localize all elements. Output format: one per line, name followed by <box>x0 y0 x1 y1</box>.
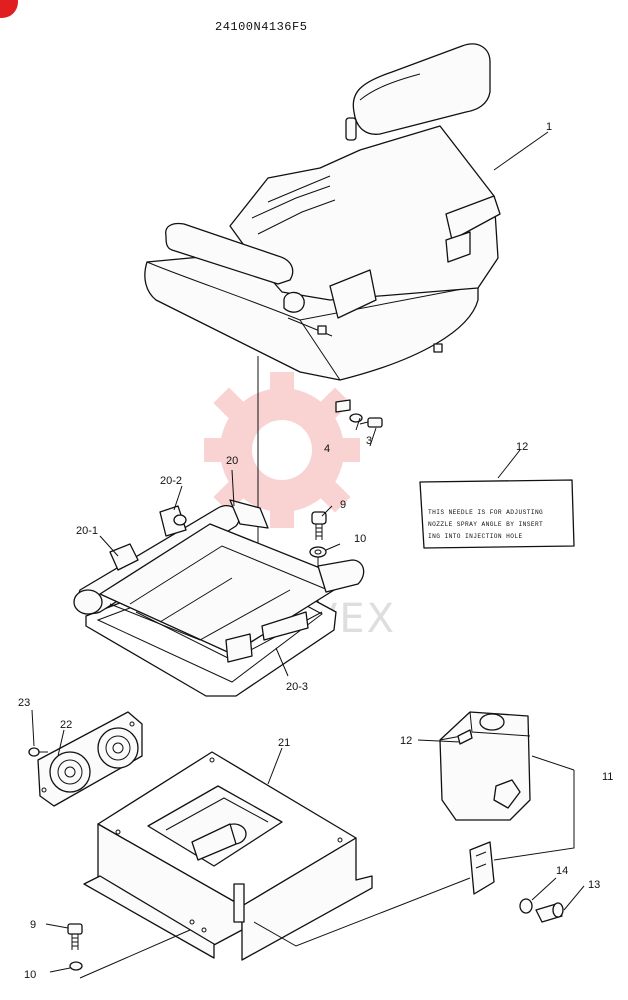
washer-10-upper[interactable] <box>309 546 327 558</box>
washer-tank[interactable] <box>439 711 531 821</box>
callout-9-upper: 9 <box>340 499 346 511</box>
callout-13: 13 <box>588 879 600 891</box>
callout-11: 11 <box>602 771 613 783</box>
bolt-3[interactable] <box>359 417 383 428</box>
bolt-13[interactable] <box>535 902 564 923</box>
suspension-frame[interactable] <box>73 499 365 697</box>
callout-20-1: 20-1 <box>76 525 98 537</box>
callout-4: 4 <box>324 443 330 455</box>
callout-10-lower: 10 <box>24 969 36 981</box>
note-line-3: ING INTO INJECTION HOLE <box>428 533 523 540</box>
note-label-12: THIS NEEDLE IS FOR ADJUSTING NOZZLE SPRA… <box>419 479 575 549</box>
washer-4[interactable] <box>349 413 363 423</box>
speaker-plate[interactable] <box>37 711 143 807</box>
washer-14[interactable] <box>519 898 533 914</box>
drawing-code: 24100N4136F5 <box>215 20 307 34</box>
callout-3: 3 <box>366 435 372 447</box>
tank-bracket[interactable] <box>469 841 495 895</box>
callout-22: 22 <box>60 719 72 731</box>
note-line-2: NOZZLE SPRAY ANGLE BY INSERT <box>428 521 543 528</box>
washer-10-lower[interactable] <box>69 961 83 971</box>
callout-9-lower: 9 <box>30 919 36 931</box>
seat-part[interactable] <box>144 43 501 381</box>
base-bracket[interactable] <box>83 751 373 961</box>
note-line-1: THIS NEEDLE IS FOR ADJUSTING <box>428 509 543 516</box>
callout-12-lower: 12 <box>400 735 412 747</box>
bolt-9-upper[interactable] <box>311 511 327 540</box>
callout-23: 23 <box>18 697 30 709</box>
callout-21: 21 <box>278 737 290 749</box>
bolt-9-lower[interactable] <box>67 923 83 950</box>
callout-14: 14 <box>556 865 568 877</box>
callout-20-2: 20-2 <box>160 475 182 487</box>
screw-23[interactable] <box>28 747 48 757</box>
callout-20: 20 <box>226 455 238 467</box>
callout-12-upper: 12 <box>516 441 528 453</box>
corner-badge <box>0 0 18 18</box>
callout-1: 1 <box>546 121 552 133</box>
watermark-logo <box>204 372 360 528</box>
callout-20-3: 20-3 <box>286 681 308 693</box>
callout-10-upper: 10 <box>354 533 366 545</box>
